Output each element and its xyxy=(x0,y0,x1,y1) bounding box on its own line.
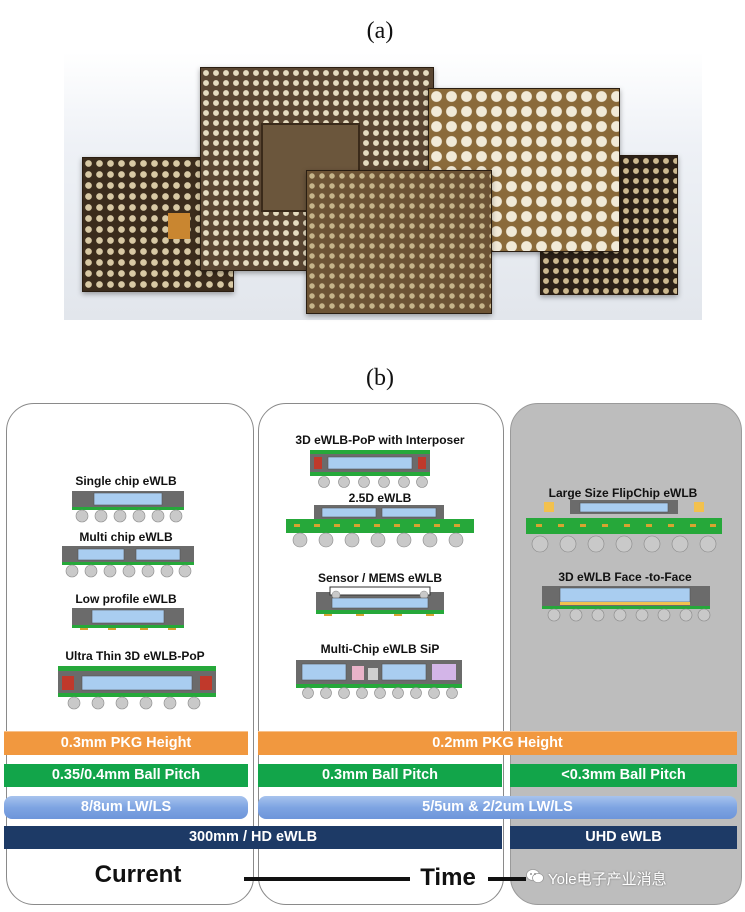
figure-label-a: (a) xyxy=(366,18,394,44)
current-panel xyxy=(6,403,254,905)
pkg-label-sensor-mems: Sensor / MEMS eWLB xyxy=(317,571,442,585)
pkg-label-multi-chip: Multi chip eWLB xyxy=(79,530,173,544)
ultra-thin-3d-ewlb-pop-diagram xyxy=(58,666,216,710)
timeline-current-label: Current xyxy=(94,861,182,888)
3d-ewlb-pop-interposer-diagram xyxy=(310,450,430,488)
future-panel xyxy=(510,403,742,905)
pkg-label-multi-chip-sip: Multi-Chip eWLB SiP xyxy=(320,642,440,656)
low-profile-ewlb-diagram xyxy=(72,608,184,630)
wafer-future-bar: UHD eWLB xyxy=(510,826,737,849)
lw-ls-mid-bar: 5/5um & 2/2um LW/LS xyxy=(258,796,737,819)
wechat-icon xyxy=(526,869,544,883)
pkg-label-ultra-thin-3d: Ultra Thin 3D eWLB-PoP xyxy=(65,649,205,663)
2-5d-ewlb-diagram xyxy=(286,505,474,548)
figure-label-b: (b) xyxy=(366,365,394,391)
lw-ls-current-bar: 8/8um LW/LS xyxy=(4,796,248,819)
pkg-label-3d-pop-interposer: 3D eWLB-PoP with Interposer xyxy=(295,433,465,447)
multi-chip-ewlb-diagram xyxy=(62,546,194,578)
multi-chip-ewlb-sip-diagram xyxy=(296,660,462,699)
pkg-height-mid-bar: 0.2mm PKG Height xyxy=(258,731,737,755)
ball-pitch-mid-bar: 0.3mm Ball Pitch xyxy=(258,764,502,787)
ball-pitch-current-bar: 0.35/0.4mm Ball Pitch xyxy=(4,764,248,787)
timeline-line-right xyxy=(488,877,526,881)
pkg-height-current-bar: 0.3mm PKG Height xyxy=(4,731,248,755)
pkg-label-low-profile: Low profile eWLB xyxy=(75,592,177,606)
wafer-current-bar: 300mm / HD eWLB xyxy=(4,826,502,849)
pkg-label-3d-face-to-face: 3D eWLB Face -to-Face xyxy=(558,570,692,584)
3d-ewlb-face-to-face-diagram xyxy=(542,586,711,622)
pkg-label-single-chip: Single chip eWLB xyxy=(75,474,177,488)
package-photo-3 xyxy=(306,170,492,314)
timeline-line-left xyxy=(244,877,410,881)
ball-pitch-future-bar: <0.3mm Ball Pitch xyxy=(510,764,737,787)
pkg-label-2-5d: 2.5D eWLB xyxy=(348,491,412,505)
large-size-flipchip-ewlb-diagram xyxy=(526,500,722,553)
sensor-mems-ewlb-diagram xyxy=(316,586,444,616)
timeline-time-label: Time xyxy=(420,864,476,891)
single-chip-ewlb-diagram xyxy=(72,491,184,523)
pkg-label-large-flipchip: Large Size FlipChip eWLB xyxy=(548,486,698,500)
watermark-text: Yole电子产业消息 xyxy=(548,871,667,888)
